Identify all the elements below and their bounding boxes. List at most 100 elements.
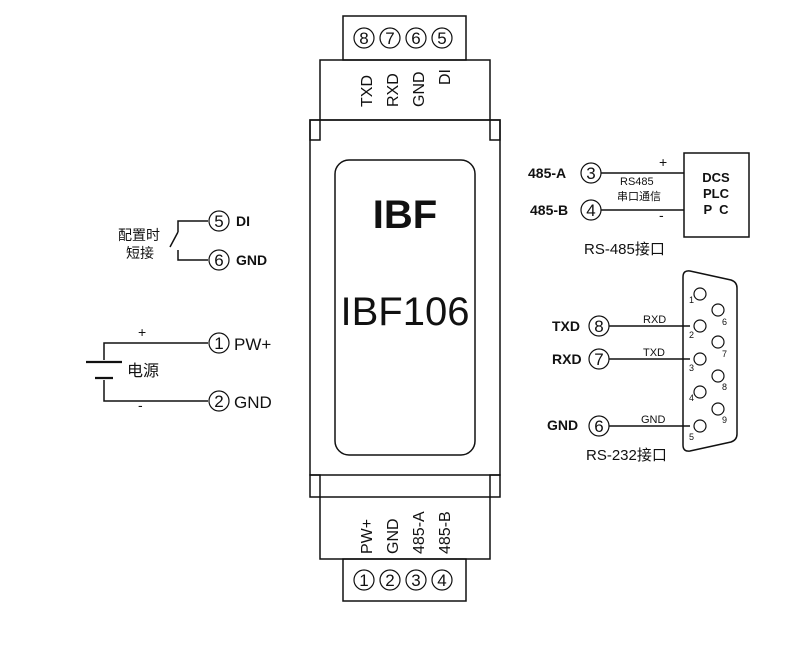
config-label-line2: 短接 <box>126 245 154 261</box>
db9-pin-number: 8 <box>722 382 727 392</box>
bottom-pin-row: 1 2 3 4 <box>353 569 453 591</box>
rs485-a-label: 485-A <box>528 165 566 181</box>
config-pin-di-number: 5 <box>214 212 223 231</box>
db9-pin-number: 3 <box>689 363 694 373</box>
dcs-box-line2: PLC <box>703 186 730 201</box>
rs232-interface: 1 2 3 4 5 6 7 8 9 TXD 8 RXD RXD 7 TXD GN… <box>547 270 738 464</box>
top-label-gnd: GND <box>411 71 428 107</box>
top-pin-circle <box>353 27 375 49</box>
config-label-line1: 配置时 <box>118 227 160 243</box>
main-body <box>309 119 501 476</box>
db9-pin-hole <box>693 352 707 366</box>
rs232-gnd-pin-number: 6 <box>594 417 603 436</box>
rs485-b-pin-number: 4 <box>586 201 595 220</box>
power-plus-wire <box>103 342 208 360</box>
jumper-gnd-line <box>177 250 208 261</box>
top-label-txd: TXD <box>359 75 376 107</box>
power-plus-sign: + <box>138 324 146 340</box>
rs232-rxd-pin-number: 7 <box>594 350 603 369</box>
db9-pin-hole <box>693 319 707 333</box>
rs232-txd-pin-circle <box>588 315 610 337</box>
lower-rail-section <box>319 496 491 560</box>
rs232-gnd-label: GND <box>547 417 578 433</box>
top-pin-number: 6 <box>411 29 420 48</box>
db9-pin-number: 6 <box>722 317 727 327</box>
bottom-pin-circle <box>353 569 375 591</box>
bottom-pin-circle <box>431 569 453 591</box>
rs232-txd-signal: RXD <box>643 314 666 326</box>
config-gnd-label: GND <box>236 252 267 268</box>
top-pin-circle <box>431 27 453 49</box>
power-gnd-label: GND <box>234 393 272 412</box>
db9-pin-number: 7 <box>722 349 727 359</box>
model-label: IBF106 <box>341 290 470 334</box>
config-jumper: 配置时 短接 5 DI 6 GND <box>118 210 267 271</box>
dcs-box-line3: P C <box>703 202 729 217</box>
bottom-label-485b: 485-B <box>437 511 454 554</box>
bottom-label-gnd: GND <box>385 518 402 554</box>
db9-pin-hole <box>711 335 725 349</box>
rs485-interface: 485-A 3 485-B 4 + - RS485 串口通信 DCS PLC P… <box>528 152 750 258</box>
rs232-gnd-signal: GND <box>641 414 666 426</box>
power-label: 电源 <box>127 362 159 380</box>
dcs-box-line1: DCS <box>702 170 730 185</box>
db9-connector-shell <box>682 270 738 452</box>
jumper-switch-line <box>169 220 208 248</box>
power-pw-label: PW+ <box>234 335 271 354</box>
db9-pin-number: 1 <box>689 295 694 305</box>
top-pin-number: 8 <box>359 29 368 48</box>
bottom-pin-number: 1 <box>359 571 368 590</box>
power-minus-wire <box>103 380 208 402</box>
rs232-txd-label: TXD <box>552 318 580 334</box>
db9-pin-hole <box>693 287 707 301</box>
power-supply: + - 电源 1 PW+ 2 GND <box>86 324 272 413</box>
dcs-plc-box <box>683 152 750 238</box>
power-pin-pw-circle <box>208 332 230 354</box>
db9-pin-hole <box>711 402 725 416</box>
bottom-pin-circle <box>379 569 401 591</box>
config-di-label: DI <box>236 213 250 229</box>
power-pin-gnd-number: 2 <box>214 392 223 411</box>
bottom-pin-number: 2 <box>385 571 394 590</box>
rs485-plus-sign: + <box>659 154 667 170</box>
rs485-b-label: 485-B <box>530 202 568 218</box>
rs232-rxd-label: RXD <box>552 351 582 367</box>
db9-pin-number: 4 <box>689 393 694 403</box>
bottom-pin-number: 3 <box>411 571 420 590</box>
top-label-di: DI <box>437 69 454 85</box>
db9-pin-number: 5 <box>689 432 694 442</box>
left-rail-tab-top <box>309 119 321 141</box>
right-rail-tab-top <box>489 119 501 141</box>
db9-pin-number: 2 <box>689 330 694 340</box>
db9-pin-hole <box>693 385 707 399</box>
config-pin-di-circle <box>208 210 230 232</box>
bottom-label-485a: 485-A <box>411 511 428 554</box>
rs485-comm-line2: 串口通信 <box>617 190 661 203</box>
bottom-pin-number: 4 <box>437 571 446 590</box>
top-pin-row: 8 7 6 5 <box>353 27 453 49</box>
db9-pins: 1 2 3 4 5 6 7 8 9 <box>689 287 727 442</box>
bottom-terminal-block <box>342 558 467 602</box>
rs232-rxd-pin-circle <box>588 348 610 370</box>
rs232-gnd-pin-circle <box>588 415 610 437</box>
db9-pin-hole <box>693 419 707 433</box>
top-pin-number: 7 <box>385 29 394 48</box>
rs485-caption: RS-485接口 <box>584 241 665 258</box>
db9-pin-hole <box>711 369 725 383</box>
left-rail-tab-bottom <box>309 474 321 498</box>
rs485-comm-line1: RS485 <box>620 176 654 188</box>
right-rail-tab-bottom <box>489 474 501 498</box>
rs232-rxd-signal: TXD <box>643 347 665 359</box>
config-pin-gnd-circle <box>208 249 230 271</box>
rs485-a-pin-number: 3 <box>586 164 595 183</box>
rs485-minus-sign: - <box>659 207 664 223</box>
db9-pin-hole <box>711 303 725 317</box>
top-pin-number: 5 <box>437 29 446 48</box>
top-pin-circle <box>379 27 401 49</box>
upper-rail-section <box>319 59 491 121</box>
db9-pin-number: 9 <box>722 415 727 425</box>
top-label-rxd: RXD <box>385 73 402 107</box>
front-panel <box>334 159 476 456</box>
rs232-txd-pin-number: 8 <box>594 317 603 336</box>
